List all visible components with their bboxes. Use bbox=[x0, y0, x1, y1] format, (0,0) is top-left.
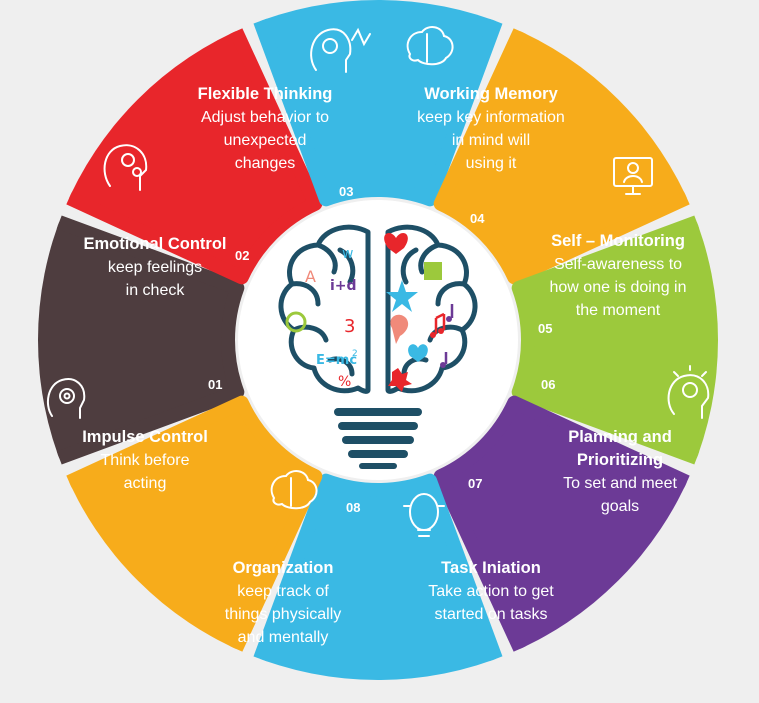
segment-desc-line: using it bbox=[465, 155, 517, 172]
segment-desc-line: in mind will bbox=[451, 132, 531, 149]
segment-working-memory: Working Memory keep key information in m… bbox=[393, 83, 589, 175]
segment-desc-line: in check bbox=[125, 282, 185, 299]
number-03: 03 bbox=[339, 184, 354, 199]
segment-desc-line: Self-awareness to bbox=[553, 256, 683, 273]
monitor-icon bbox=[613, 157, 653, 195]
segment-self-monitoring: Self – Monitoring Self-awareness to how … bbox=[524, 230, 712, 322]
segment-desc-line: and mentally bbox=[237, 629, 329, 646]
brain-letter-3: 3 bbox=[344, 316, 355, 337]
segment-desc-line: acting bbox=[123, 475, 167, 492]
segment-title: Self – Monitoring bbox=[551, 232, 685, 250]
music-note-icon bbox=[434, 312, 446, 334]
segment-desc-line: Adjust behavior to bbox=[200, 109, 330, 126]
brain-doodles: A w i+d 3 E=mc 2 % bbox=[285, 233, 454, 392]
emotion-head-icon bbox=[103, 144, 148, 191]
segment-desc-line: Think before bbox=[100, 452, 190, 469]
brain-bulb-icon bbox=[403, 493, 445, 537]
gear-head-icon bbox=[46, 378, 86, 419]
segment-flexible-thinking: Flexible Thinking Adjust behavior to une… bbox=[170, 83, 360, 175]
center-circle bbox=[238, 200, 518, 480]
number-04: 04 bbox=[470, 211, 485, 226]
brain-icon bbox=[406, 26, 454, 66]
segment-desc-line: how one is doing in bbox=[549, 279, 687, 296]
segment-desc-line: changes bbox=[234, 155, 296, 172]
segment-task-initiation: Task Iniation Take action to get started… bbox=[393, 557, 589, 626]
segment-desc-line: keep key information bbox=[417, 109, 565, 126]
splat-icon bbox=[388, 368, 412, 392]
number-01: 01 bbox=[208, 377, 223, 392]
number-02: 02 bbox=[235, 248, 250, 263]
segment-planning-prioritizing: Planning and Prioritizing To set and mee… bbox=[530, 426, 710, 518]
number-05: 05 bbox=[538, 321, 553, 336]
segment-desc-line: goals bbox=[600, 498, 640, 515]
idea-head-icon bbox=[310, 27, 371, 73]
small-heart-icon bbox=[408, 344, 428, 362]
segment-title: Working Memory bbox=[424, 85, 558, 103]
segment-desc-line: To set and meet bbox=[563, 475, 677, 492]
brain-icon bbox=[270, 470, 318, 510]
circle-doodle-icon bbox=[285, 311, 307, 333]
puzzle-icon bbox=[424, 262, 442, 280]
lightbulb-head-icon bbox=[667, 365, 710, 419]
segment-emotional-control: Emotional Control keep feelings in check bbox=[55, 233, 255, 302]
segment-impulse-control: Impulse Control Think before acting bbox=[55, 426, 235, 495]
segment-title: Emotional Control bbox=[83, 235, 227, 253]
brain-formula: E=mc bbox=[316, 353, 357, 368]
segment-title: Impulse Control bbox=[82, 428, 208, 446]
segment-organization: Organization keep track of things physic… bbox=[188, 557, 378, 649]
segment-desc-line: unexpected bbox=[223, 132, 307, 149]
brain-letter-w: w bbox=[342, 246, 353, 262]
number-08: 08 bbox=[346, 500, 361, 515]
segment-title: Flexible Thinking bbox=[197, 85, 333, 103]
star-icon bbox=[386, 280, 418, 312]
segment-desc-line: started on tasks bbox=[434, 606, 548, 623]
number-06: 06 bbox=[541, 377, 556, 392]
number-07: 07 bbox=[468, 476, 483, 491]
segment-desc-line: keep feelings bbox=[107, 259, 203, 276]
segment-title: Planning and bbox=[568, 428, 672, 446]
brain-letter-id: i+d bbox=[330, 278, 357, 294]
segment-desc-line: keep track of bbox=[237, 583, 329, 600]
segment-desc-line: things physically bbox=[224, 606, 342, 623]
segment-desc-line: the moment bbox=[575, 302, 661, 319]
brain-percent: % bbox=[338, 374, 351, 390]
segment-title: Organization bbox=[232, 559, 334, 577]
brain-formula-exp: 2 bbox=[352, 349, 358, 359]
segment-desc-line: Take action to get bbox=[428, 583, 554, 600]
segment-title: Task Iniation bbox=[441, 559, 541, 577]
heart-icon bbox=[384, 233, 408, 254]
segment-title-line2: Prioritizing bbox=[576, 451, 664, 469]
lightbulb-doodle-icon bbox=[390, 314, 409, 344]
brain-letter-a: A bbox=[305, 267, 316, 286]
